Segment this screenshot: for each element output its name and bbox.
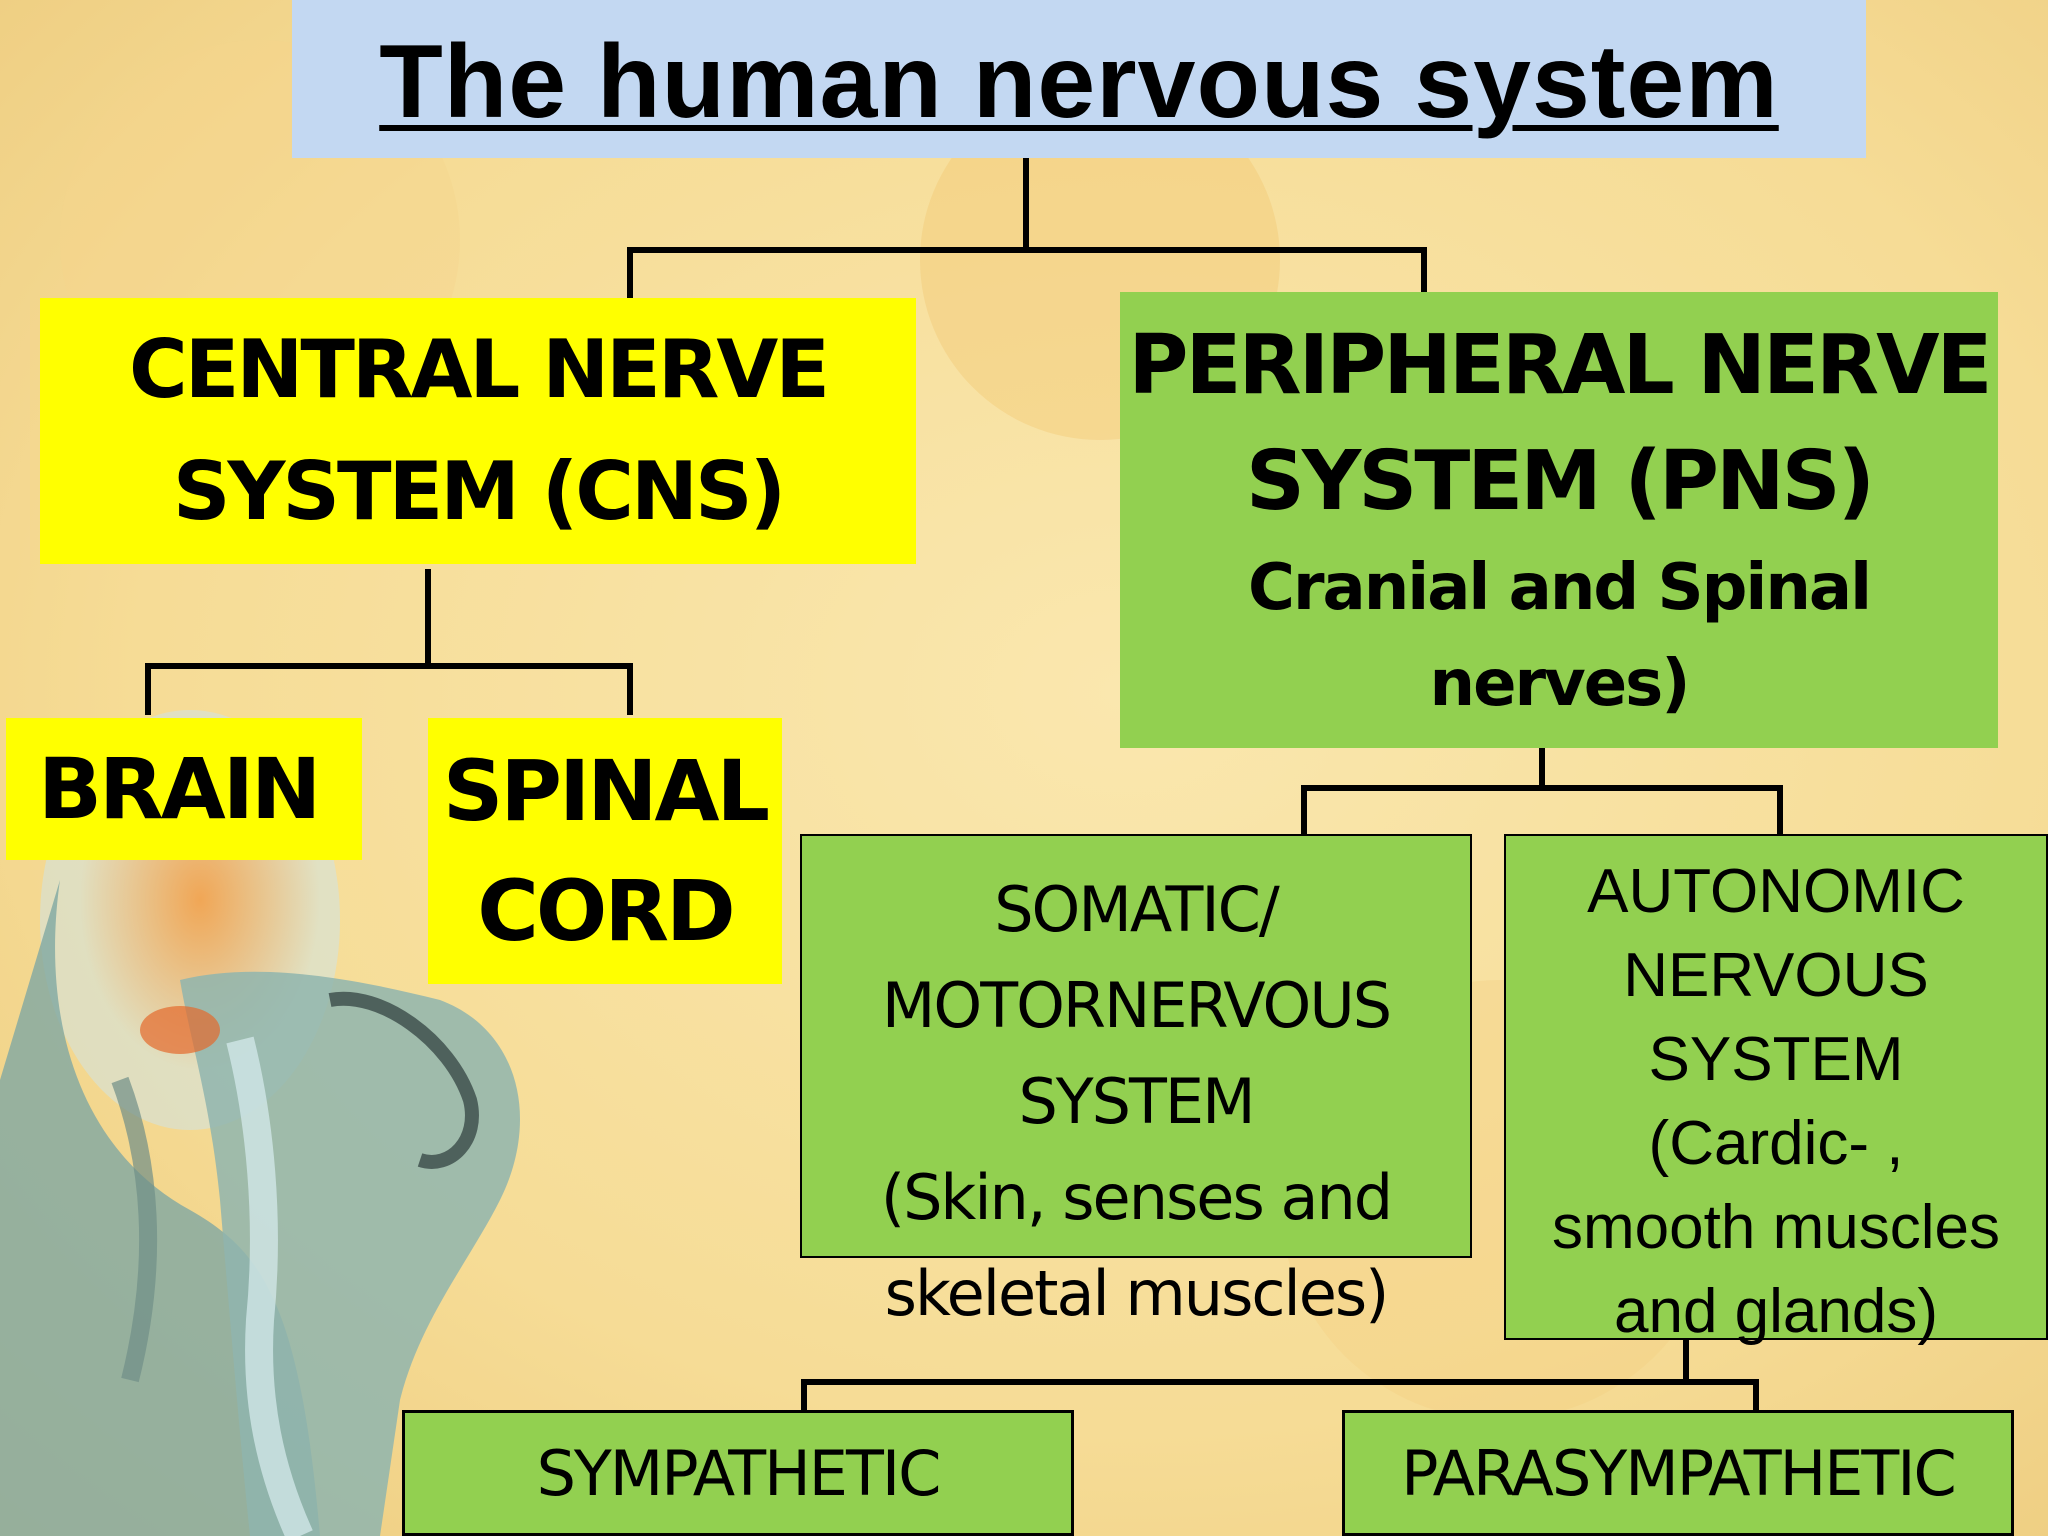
diagram-title-text: The human nervous system bbox=[379, 23, 1779, 140]
parasympathetic-label: PARASYMPATHETIC bbox=[1401, 1436, 1957, 1510]
diagram-title: The human nervous system bbox=[292, 0, 1866, 158]
pns-box: PERIPHERAL NERVE SYSTEM (PNS) Cranial an… bbox=[1120, 292, 1998, 748]
parasympathetic-box: PARASYMPATHETIC bbox=[1342, 1410, 2014, 1536]
cns-label-line1: CENTRAL NERVE bbox=[129, 323, 830, 416]
autonomic-label-line3: SYSTEM bbox=[1648, 1025, 1904, 1094]
brain-box: BRAIN bbox=[6, 718, 362, 860]
autonomic-label-line2: NERVOUS bbox=[1623, 941, 1929, 1010]
brain-label: BRAIN bbox=[38, 740, 321, 838]
sympathetic-box: SYMPATHETIC bbox=[402, 1410, 1074, 1536]
somatic-label-line5: skeletal muscles) bbox=[884, 1257, 1390, 1330]
pns-label-line1: PERIPHERAL NERVE bbox=[1128, 318, 1992, 413]
spinal-cord-box: SPINAL CORD bbox=[428, 718, 782, 984]
autonomic-label-line1: AUTONOMIC bbox=[1587, 857, 1965, 926]
autonomic-label-line6: and glands) bbox=[1613, 1277, 1939, 1346]
autonomic-label-line5: smooth muscles bbox=[1552, 1193, 2000, 1262]
autonomic-label-line4: (Cardic- , bbox=[1648, 1109, 1904, 1178]
somatic-label-line2: MOTORNERVOUS bbox=[881, 969, 1392, 1042]
pns-label-line3: Cranial and Spinal bbox=[1248, 551, 1872, 625]
somatic-label-line3: SYSTEM bbox=[1018, 1065, 1255, 1138]
somatic-label-line1: SOMATIC/ bbox=[994, 873, 1280, 946]
autonomic-box: AUTONOMIC NERVOUS SYSTEM (Cardic- , smoo… bbox=[1504, 834, 2048, 1346]
spinal-cord-label-line1: SPINAL bbox=[442, 742, 770, 840]
sympathetic-label: SYMPATHETIC bbox=[536, 1436, 942, 1510]
pns-label-line2: SYSTEM (PNS) bbox=[1245, 434, 1875, 529]
somatic-label-line4: (Skin, senses and bbox=[880, 1161, 1393, 1234]
cns-label-line2: SYSTEM (CNS) bbox=[172, 445, 786, 538]
spinal-cord-label-line2: CORD bbox=[477, 862, 735, 960]
pns-label-line4: nerves) bbox=[1429, 647, 1691, 721]
somatic-box: SOMATIC/ MOTORNERVOUS SYSTEM (Skin, sens… bbox=[800, 834, 1472, 1330]
cns-box: CENTRAL NERVE SYSTEM (CNS) bbox=[40, 298, 916, 564]
